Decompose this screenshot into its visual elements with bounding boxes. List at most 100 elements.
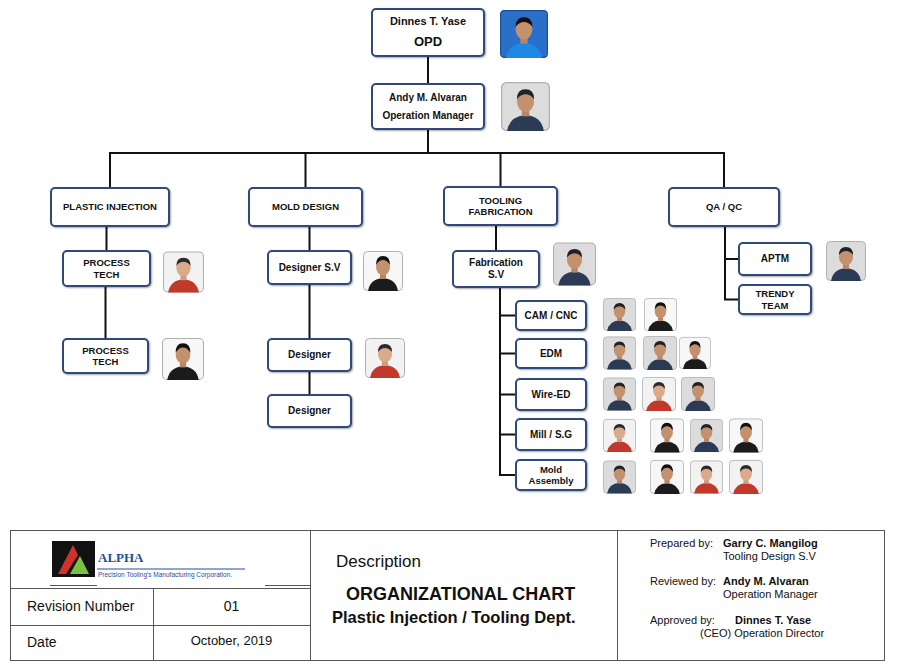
box-text: TRENDY TEAM bbox=[746, 288, 804, 311]
box-text: Dinnes T. Yase bbox=[379, 15, 477, 28]
person-photo bbox=[603, 419, 635, 452]
box-text: OPD bbox=[379, 34, 477, 50]
box-text: PROCESS TECH bbox=[70, 345, 141, 368]
box-text: MOLD DESIGN bbox=[256, 201, 355, 212]
person-photo bbox=[827, 242, 866, 282]
title-block-text: Andy M. Alvaran bbox=[723, 575, 809, 588]
title-block-text: Dinnes T. Yase bbox=[735, 614, 811, 627]
org-box: PLASTIC INJECTION bbox=[50, 187, 170, 227]
box-text: EDM bbox=[523, 348, 579, 360]
org-box: QA / QC bbox=[668, 187, 780, 227]
connector-line bbox=[106, 227, 108, 250]
org-box: EDM bbox=[515, 338, 587, 369]
box-text: Designer bbox=[275, 405, 344, 417]
box-text: PLASTIC INJECTION bbox=[58, 201, 162, 212]
box-text: QA / QC bbox=[676, 201, 772, 212]
person-photo bbox=[364, 252, 403, 292]
org-box: MOLD DESIGN bbox=[248, 187, 363, 227]
connector-line bbox=[725, 227, 738, 259]
connector-line bbox=[105, 287, 107, 338]
connector-line bbox=[725, 227, 738, 300]
title-block-text: Garry C. Mangilog bbox=[723, 537, 818, 550]
title-block-text: ORGANIZATIONAL CHART bbox=[346, 584, 575, 605]
person-photo bbox=[690, 461, 722, 494]
org-box: APTM bbox=[738, 242, 812, 276]
title-block-text: Tooling Design S.V bbox=[723, 550, 816, 563]
person-photo bbox=[681, 377, 714, 411]
org-box: Andy M. AlvaranOperation Manager bbox=[371, 83, 485, 130]
title-block-text: October, 2019 bbox=[153, 634, 310, 649]
box-text: Designer S.V bbox=[275, 262, 344, 274]
person-photo bbox=[366, 339, 405, 379]
box-text: APTM bbox=[746, 253, 804, 265]
org-box: Designer bbox=[267, 338, 352, 372]
connector-line bbox=[110, 130, 428, 187]
person-photo bbox=[729, 419, 762, 453]
org-box: Designer bbox=[267, 394, 352, 428]
person-photo bbox=[603, 298, 635, 331]
org-box: Fabrication S.V bbox=[452, 250, 540, 288]
org-box: TRENDY TEAM bbox=[738, 284, 812, 315]
org-box: TOOLING FABRICATION bbox=[443, 186, 558, 226]
box-text: Fabrication S.V bbox=[460, 257, 532, 281]
title-block-table bbox=[10, 530, 885, 661]
box-text: Operation Manager bbox=[379, 110, 477, 122]
box-text: Andy M. Alvaran bbox=[379, 92, 477, 104]
title-block-text: Date bbox=[27, 634, 57, 650]
connector-line bbox=[500, 288, 515, 395]
connector-line bbox=[309, 227, 311, 250]
org-box: Designer S.V bbox=[267, 250, 352, 285]
connector-line bbox=[428, 130, 501, 186]
box-text: Wire-ED bbox=[523, 389, 579, 401]
org-box: Wire-ED bbox=[515, 378, 587, 411]
person-photo bbox=[164, 252, 204, 292]
person-photo bbox=[643, 336, 676, 370]
person-photo bbox=[650, 419, 683, 453]
title-block-text: Precision Tooling's Manufacturing Corpor… bbox=[98, 571, 232, 578]
person-photo bbox=[650, 460, 683, 494]
person-photo bbox=[642, 377, 675, 411]
person-photo bbox=[554, 243, 596, 285]
title-block-text: Plastic Injection / Tooling Dept. bbox=[332, 608, 576, 627]
box-text: TOOLING FABRICATION bbox=[451, 195, 550, 218]
person-photo bbox=[163, 339, 204, 380]
org-box: Mold Assembly bbox=[515, 459, 587, 491]
box-text: PROCESS TECH bbox=[70, 257, 143, 280]
connector-line bbox=[500, 288, 515, 475]
person-photo bbox=[679, 337, 710, 369]
connector-line bbox=[306, 130, 429, 187]
connector-line bbox=[309, 285, 311, 338]
title-block-text: Operation Manager bbox=[723, 588, 818, 601]
title-block-text: 01 bbox=[153, 598, 310, 614]
title-block-text: Reviewed by: bbox=[650, 575, 716, 588]
connector-line bbox=[309, 372, 311, 394]
org-box: Dinnes T. YaseOPD bbox=[371, 8, 485, 57]
person-photo bbox=[603, 461, 635, 494]
org-box: PROCESS TECH bbox=[62, 338, 149, 374]
person-photo bbox=[603, 378, 635, 411]
title-block-text: Prepared by: bbox=[650, 537, 713, 550]
connector-line bbox=[427, 57, 429, 83]
title-block-text: ALPHA bbox=[98, 551, 144, 566]
person-photo bbox=[603, 337, 635, 370]
box-text: Mold Assembly bbox=[523, 464, 579, 487]
box-text: CAM / CNC bbox=[523, 310, 579, 322]
person-photo bbox=[729, 460, 762, 494]
person-photo bbox=[501, 11, 548, 58]
title-block-text: Description bbox=[336, 552, 421, 572]
connector-line bbox=[495, 226, 497, 250]
box-text: Designer bbox=[275, 349, 344, 361]
connector-line bbox=[428, 130, 724, 187]
person-photo bbox=[644, 298, 676, 331]
org-box: Mill / S.G bbox=[515, 418, 587, 451]
connector-line bbox=[500, 288, 515, 435]
title-block-text: Revision Number bbox=[27, 598, 134, 614]
person-photo bbox=[690, 419, 722, 452]
person-photo bbox=[502, 83, 550, 131]
org-box: CAM / CNC bbox=[515, 300, 587, 331]
connector-line bbox=[500, 288, 515, 354]
title-block-text: Approved by: bbox=[650, 614, 715, 627]
title-block-text: (CEO) Operation Director bbox=[700, 627, 824, 640]
org-box: PROCESS TECH bbox=[62, 250, 151, 287]
connector-line bbox=[500, 288, 515, 316]
